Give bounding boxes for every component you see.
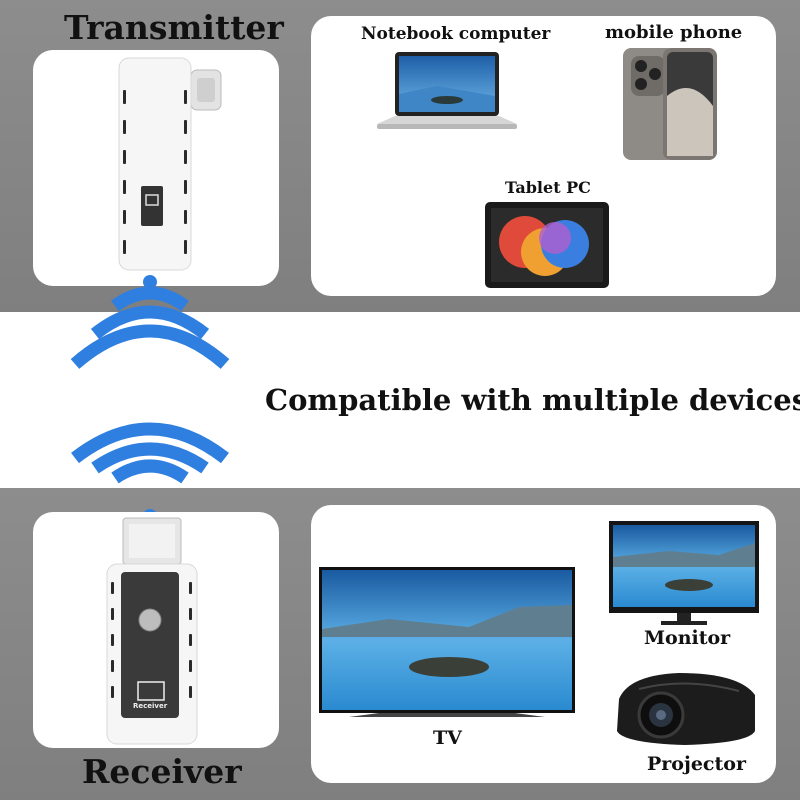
- receiver-body-text: Receiver: [133, 702, 168, 710]
- transmitter-card: [33, 50, 279, 286]
- receiver-card: Receiver: [33, 512, 279, 748]
- transmitter-title: Transmitter: [64, 8, 284, 47]
- display-devices-card: TV Monitor Projector: [311, 505, 776, 783]
- device-label-mobile-phone: mobile phone: [605, 22, 743, 43]
- wifi-signal-icon: [71, 422, 229, 523]
- device-label-notebook: Notebook computer: [361, 24, 551, 44]
- wifi-signal-icon: [70, 275, 230, 369]
- receiver-title: Receiver: [82, 752, 242, 791]
- notebook-image: [377, 52, 517, 129]
- device-label-tv: TV: [433, 727, 462, 749]
- projector-image: [617, 673, 755, 745]
- receiver-dongle: [106, 517, 198, 745]
- middle-band: [0, 312, 800, 488]
- device-label-tablet: Tablet PC: [505, 178, 591, 197]
- device-label-monitor: Monitor: [644, 627, 731, 649]
- mobile-phone-image: [623, 48, 717, 160]
- tablet-image: [485, 202, 609, 288]
- device-label-projector: Projector: [647, 753, 746, 775]
- monitor-image: [609, 521, 759, 625]
- tagline: Compatible with multiple devices: [265, 383, 800, 417]
- tv-image: [319, 567, 575, 717]
- transmitter-dongle: [118, 57, 222, 271]
- screen-icon: [137, 681, 165, 701]
- source-devices-card: Notebook computer mobile phone Tablet PC: [311, 16, 776, 296]
